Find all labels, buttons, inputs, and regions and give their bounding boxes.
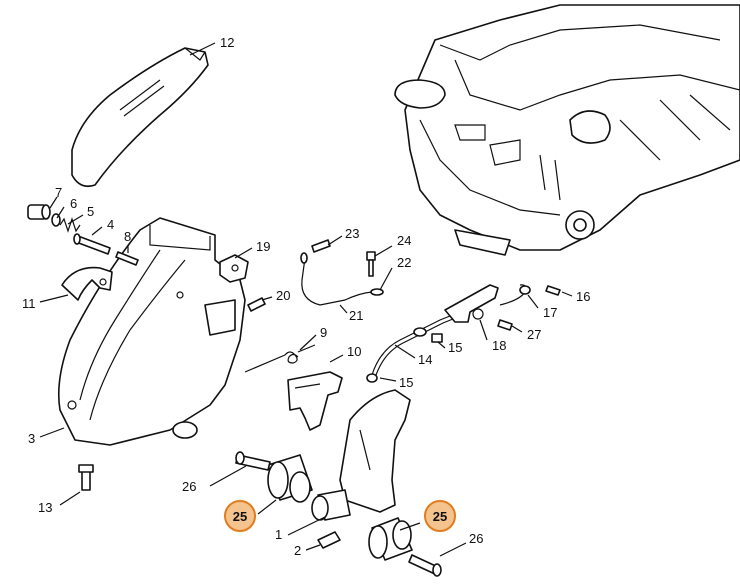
- part-26-stud-right: [408, 554, 442, 577]
- callout-24: 24: [397, 233, 411, 248]
- part-17-wire-lever: [499, 284, 531, 306]
- part-3-handle-housing: [57, 217, 246, 446]
- part-12-handle-grip: [71, 47, 209, 188]
- highlighted-callout-25-right: 25: [424, 500, 456, 532]
- part-19-bracket: [219, 254, 249, 283]
- callout-8: 8: [124, 229, 131, 244]
- part-16-screw: [545, 285, 561, 296]
- callout-20: 20: [276, 288, 290, 303]
- callout-3: 3: [28, 431, 35, 446]
- part-2-screw: [317, 531, 341, 549]
- callout-12: 12: [220, 35, 234, 50]
- callout-1: 1: [275, 527, 282, 542]
- callout-18: 18: [492, 338, 506, 353]
- callout-16: 16: [576, 289, 590, 304]
- callout-26-right: 26: [469, 531, 483, 546]
- part-10-throttle-trigger: [287, 371, 343, 431]
- callout-25-left: 25: [233, 509, 247, 524]
- engine-housing: [394, 4, 740, 256]
- callout-25-left-circle: [224, 500, 256, 532]
- part-25-av-buffer-left: [267, 454, 313, 503]
- part-13-screw: [78, 464, 94, 491]
- part-15-clip-upper: [431, 333, 443, 343]
- part-11-trigger-lever: [61, 266, 113, 301]
- callout-25-right-circle: [424, 500, 456, 532]
- callout-17: 17: [543, 305, 557, 320]
- callout-4: 4: [107, 217, 114, 232]
- highlighted-callout-25-left: 25: [224, 500, 256, 532]
- callout-13: 13: [38, 500, 52, 515]
- part-21-ground-wire: [300, 252, 384, 306]
- part-9-torsion-spring: [244, 344, 316, 373]
- part-1-support-bracket: [311, 389, 411, 521]
- callout-23: 23: [345, 226, 359, 241]
- callout-9: 9: [320, 325, 327, 340]
- part-20-screw: [247, 297, 266, 312]
- part-5-spring: [59, 217, 81, 233]
- part-4-pin: [73, 233, 111, 255]
- part-8-pin: [115, 251, 139, 266]
- callout-11: 11: [22, 296, 36, 311]
- callout-2: 2: [294, 543, 301, 558]
- part-18-bracket-plate: [444, 284, 499, 323]
- callout-labels: 12 7 6 5 4 8 11 19 20 9 10 23 24 22 21 1…: [22, 35, 590, 558]
- callout-10: 10: [347, 344, 361, 359]
- callout-19: 19: [256, 239, 270, 254]
- callout-5: 5: [87, 204, 94, 219]
- part-26-stud-left: [235, 451, 271, 471]
- part-27-screw: [497, 319, 513, 331]
- callout-21: 21: [349, 308, 363, 323]
- part-23-screw: [311, 239, 331, 253]
- part-24-screw: [366, 251, 376, 277]
- part-7-bushing: [27, 204, 51, 220]
- callout-15-lower: 15: [399, 375, 413, 390]
- callout-27: 27: [527, 327, 541, 342]
- callout-6: 6: [70, 196, 77, 211]
- callout-14: 14: [418, 352, 432, 367]
- callout-26-left: 26: [182, 479, 196, 494]
- leader-lines: [39, 42, 573, 557]
- callout-15-upper: 15: [448, 340, 462, 355]
- part-14-throttle-cable: [366, 311, 464, 383]
- callout-22: 22: [397, 255, 411, 270]
- part-25-av-buffer-right: [368, 517, 413, 561]
- callout-25-right: 25: [433, 509, 447, 524]
- callout-7: 7: [55, 185, 62, 200]
